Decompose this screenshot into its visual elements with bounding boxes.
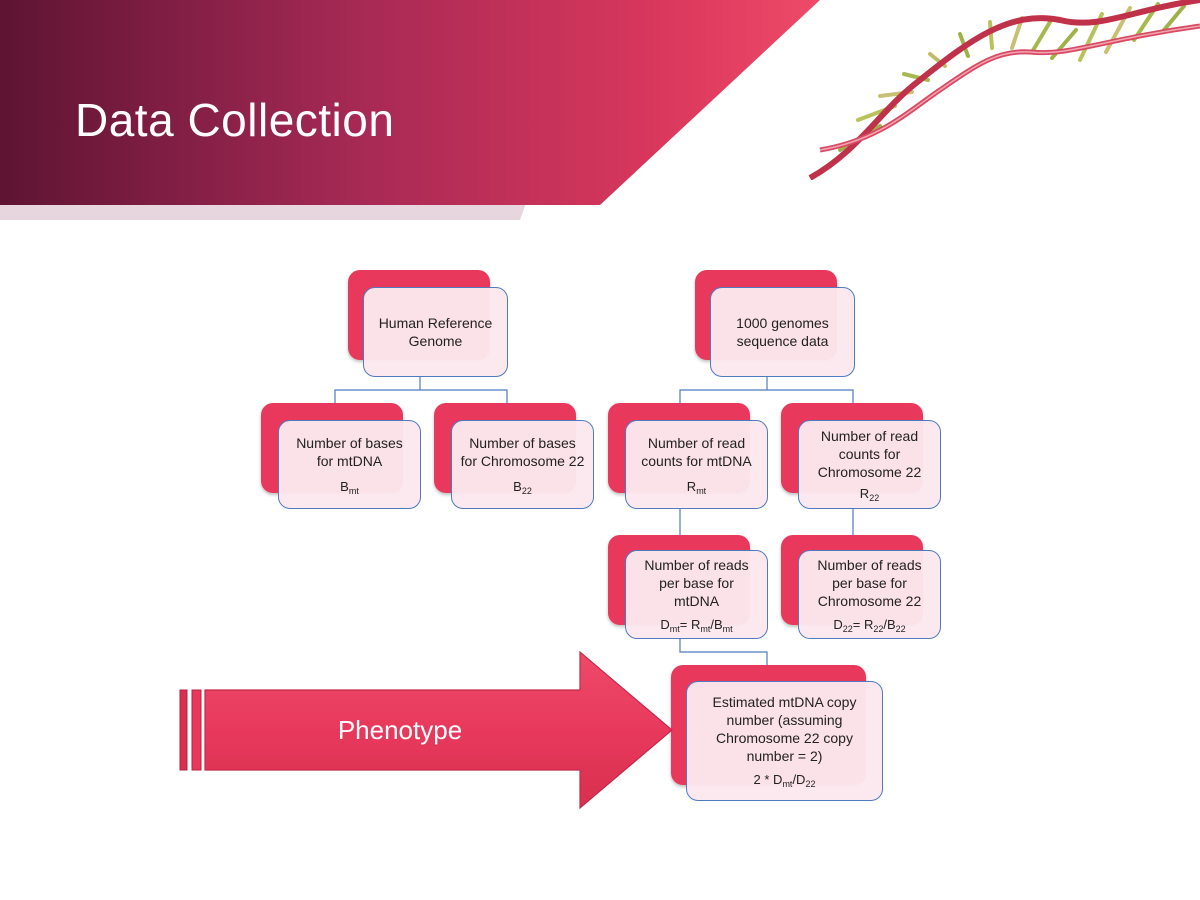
depth-22-label: Number of reads per base for Chromosome …	[817, 556, 922, 609]
phenotype-label: Phenotype	[337, 715, 463, 745]
depth-22-formula: D22= R22/B22	[833, 616, 906, 634]
connector-genomes-branch	[679, 389, 854, 405]
header-banner	[0, 0, 820, 220]
reads-22-label: Number of read counts for Chromosome 22	[817, 427, 922, 480]
depth-mt-node: Number of reads per base for mtDNA Dmt= …	[625, 550, 768, 639]
genomes-label: 1000 genomes sequence data	[736, 315, 829, 349]
reads-mt-symbol: Rmt	[686, 478, 707, 496]
connector-reference-branch	[334, 389, 508, 405]
phenotype-arrow	[179, 650, 673, 810]
copy-number-formula: 2 * Dmt/D22	[753, 772, 816, 789]
depth-mt-label: Number of reads per base for mtDNA	[644, 556, 749, 609]
slide-title: Data Collection	[75, 94, 395, 146]
reads-mt-node: Number of read counts for mtDNA Rmt	[625, 420, 768, 509]
bases-22-label: Number of bases for Chromosome 22	[460, 434, 585, 469]
dna-helix-icon	[808, 0, 1200, 180]
bases-mt-node: Number of bases for mtDNA Bmt	[278, 420, 421, 509]
banner-main-band	[0, 0, 820, 205]
depth-22-node: Number of reads per base for Chromosome …	[798, 550, 941, 639]
genomes-node: 1000 genomes sequence data	[710, 287, 855, 377]
bases-mt-label: Number of bases for mtDNA	[296, 434, 403, 469]
copy-number-node: Estimated mtDNA copy number (assuming Ch…	[686, 681, 883, 801]
bases-mt-symbol: Bmt	[340, 478, 359, 496]
reads-22-node: Number of read counts for Chromosome 22 …	[798, 420, 941, 509]
depth-mt-formula: Dmt= Rmt/Bmt	[660, 616, 733, 634]
copy-number-label: Estimated mtDNA copy number (assuming Ch…	[712, 694, 857, 764]
bases-22-symbol: B22	[513, 478, 532, 496]
connector-depth-copy-number	[679, 638, 768, 666]
reference-genome-label: Human Reference Genome	[378, 315, 493, 349]
bases-22-node: Number of bases for Chromosome 22 B22	[451, 420, 594, 509]
reference-genome-node: Human Reference Genome	[363, 287, 508, 377]
reads-mt-label: Number of read counts for mtDNA	[641, 434, 752, 469]
reads-22-symbol: R22	[859, 485, 880, 503]
